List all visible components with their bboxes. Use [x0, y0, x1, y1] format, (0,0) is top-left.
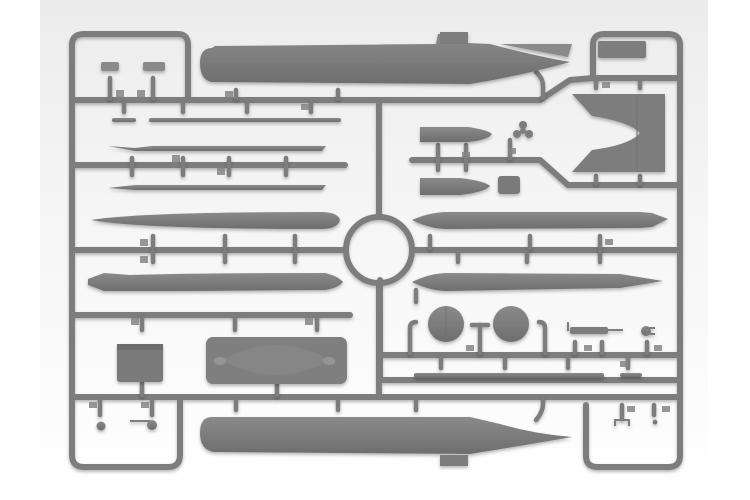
tail-plate-part: [572, 94, 665, 172]
small-disc-part: [652, 419, 658, 425]
propeller-part: [513, 121, 533, 138]
rod-part: [108, 185, 326, 190]
torpedo-part: [412, 212, 668, 229]
nose-cone-part: [420, 178, 490, 195]
sprue-frame: [69, 31, 683, 470]
sprue-gates: [97, 75, 657, 421]
sprue-hooks: [407, 69, 548, 423]
rod-part: [414, 373, 604, 378]
dome-part: [493, 306, 529, 342]
clip-part: [143, 62, 165, 71]
rod-part: [149, 118, 341, 122]
torpedo-part: [412, 273, 663, 291]
rod-part: [112, 118, 136, 122]
torpedo-part: [88, 273, 343, 291]
gun-part: [570, 327, 608, 334]
rod-part: [620, 373, 642, 377]
hull-top-part: [200, 34, 570, 84]
sprue-parts: [88, 32, 668, 466]
clip-part: [101, 62, 119, 71]
ejector-pads: [89, 82, 670, 412]
plate-part: [598, 41, 646, 58]
block-part: [117, 344, 163, 382]
small-box-part: [498, 176, 520, 194]
small-disc-part: [96, 421, 106, 431]
torpedo-part: [91, 212, 340, 229]
hull-keel: [440, 455, 468, 466]
rod-part: [108, 146, 326, 151]
hull-bottom-part: [200, 417, 572, 454]
bracket-part: [614, 419, 630, 426]
conning-tower: [440, 32, 468, 44]
nose-cone-part: [420, 127, 492, 142]
